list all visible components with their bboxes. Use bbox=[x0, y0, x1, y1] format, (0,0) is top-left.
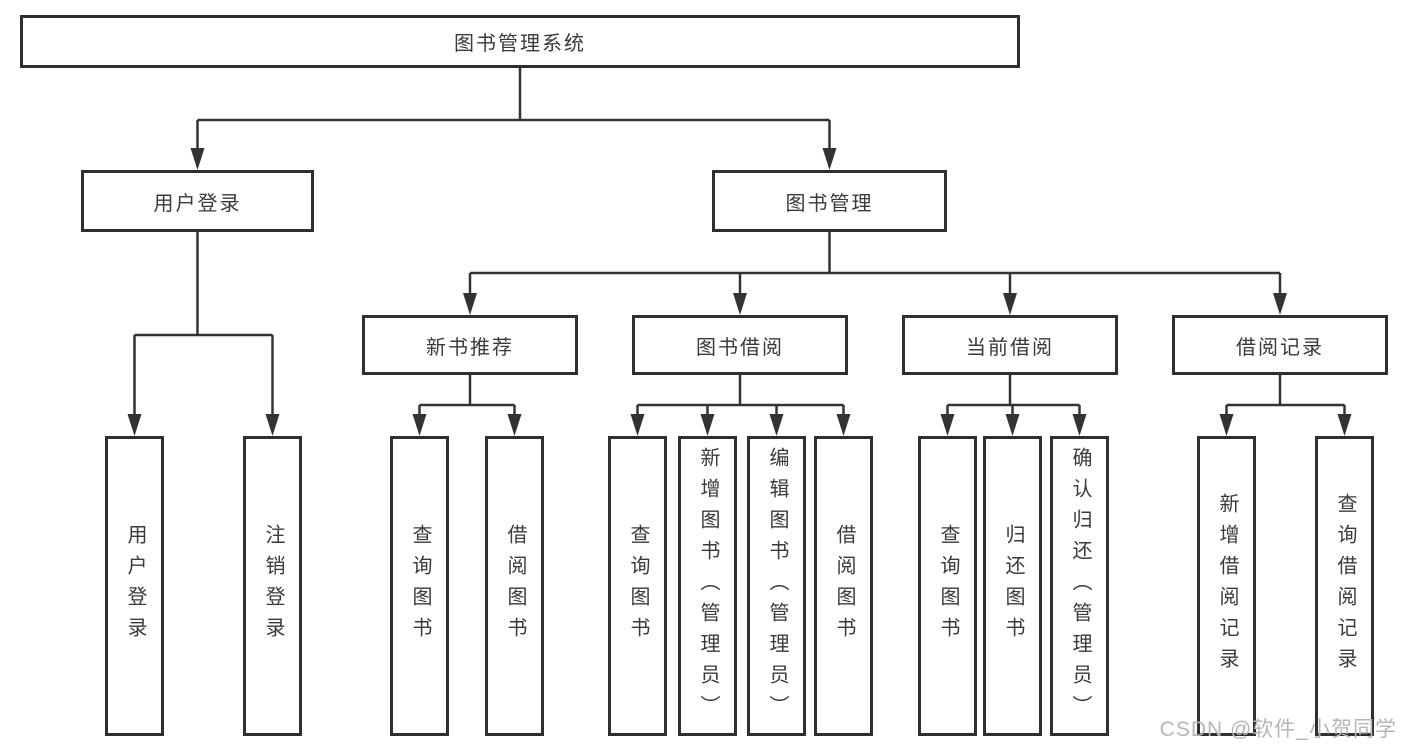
node-new-book-recommendation: 新书推荐 bbox=[362, 315, 578, 375]
node-leaf-br-query-record: 查询借阅记录 bbox=[1315, 436, 1374, 736]
leaf-label: 编辑图书（管理员） bbox=[766, 446, 788, 726]
arrowheads bbox=[127, 148, 1352, 436]
node-borrowing-records: 借阅记录 bbox=[1172, 315, 1388, 375]
node-leaf-cb-confirm-return-admin: 确认归还（管理员） bbox=[1050, 436, 1109, 736]
leaf-label: 查询借阅记录 bbox=[1334, 493, 1356, 679]
node-leaf-bb-query-books: 查询图书 bbox=[608, 436, 667, 736]
leaf-label: 确认归还（管理员） bbox=[1069, 446, 1091, 726]
leaf-label: 新增借阅记录 bbox=[1216, 493, 1238, 679]
node-leaf-logout: 注销登录 bbox=[243, 436, 302, 736]
node-leaf-nbr-borrow-books: 借阅图书 bbox=[485, 436, 544, 736]
node-user-login-branch: 用户登录 bbox=[81, 170, 314, 232]
node-leaf-bb-add-books-admin: 新增图书（管理员） bbox=[678, 436, 737, 736]
node-leaf-cb-return-books: 归还图书 bbox=[983, 436, 1042, 736]
node-book-management-branch: 图书管理 bbox=[712, 170, 947, 232]
node-book-borrowing: 图书借阅 bbox=[632, 315, 848, 375]
leaf-label: 借阅图书 bbox=[833, 524, 855, 648]
node-leaf-nbr-query-books: 查询图书 bbox=[390, 436, 449, 736]
leaf-label: 查询图书 bbox=[409, 524, 431, 648]
leaf-label: 借阅图书 bbox=[504, 524, 526, 648]
node-leaf-cb-query-books: 查询图书 bbox=[918, 436, 977, 736]
leaf-label: 新增图书（管理员） bbox=[697, 446, 719, 726]
leaf-label: 归还图书 bbox=[1002, 524, 1024, 648]
leaf-label: 查询图书 bbox=[937, 524, 959, 648]
leaf-label: 用户登录 bbox=[124, 524, 146, 648]
node-current-borrowing: 当前借阅 bbox=[902, 315, 1118, 375]
node-library-management-system: 图书管理系统 bbox=[20, 15, 1020, 68]
node-leaf-bb-borrow-books: 借阅图书 bbox=[814, 436, 873, 736]
node-leaf-bb-edit-books-admin: 编辑图书（管理员） bbox=[747, 436, 806, 736]
node-leaf-br-add-record: 新增借阅记录 bbox=[1197, 436, 1256, 736]
node-leaf-user-login: 用户登录 bbox=[105, 436, 164, 736]
csdn-watermark: CSDN @软件_小贺同学 bbox=[1159, 718, 1397, 741]
leaf-label: 查询图书 bbox=[627, 524, 649, 648]
leaf-label: 注销登录 bbox=[262, 524, 284, 648]
